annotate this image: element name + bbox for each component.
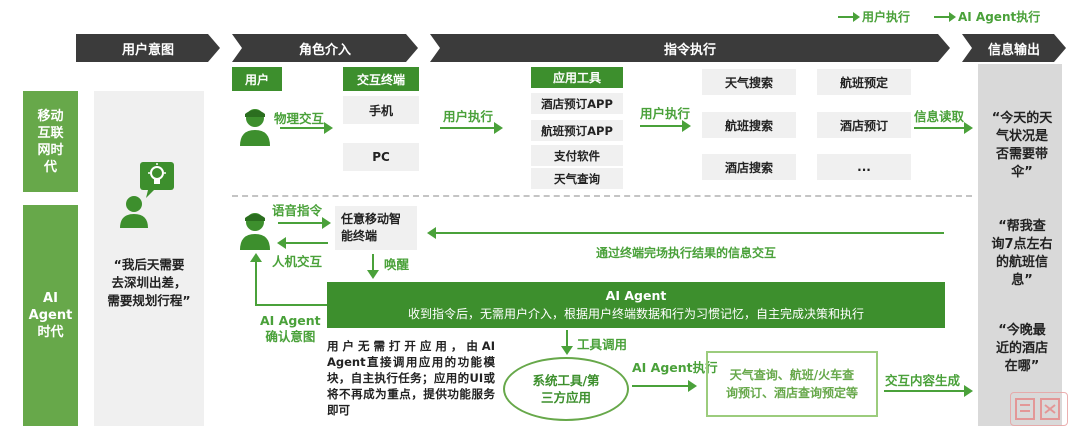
service-hotel-booking: 酒店预订 — [817, 112, 911, 138]
era-divider — [232, 195, 972, 197]
label-voice-command: 语音指令 — [272, 203, 323, 218]
arrow-agent-exec — [632, 380, 697, 392]
label-user-exec-1: 用户执行 — [443, 109, 494, 124]
legend-user-exec: 用户执行 — [838, 8, 910, 25]
tag-terminal: 交互终端 — [343, 67, 419, 91]
app-flight: 航班预订APP — [531, 120, 623, 141]
tools-ellipse: 系统工具/第 三方应用 — [503, 357, 629, 421]
legend-agent-exec: AI Agent执行 — [934, 8, 1040, 25]
results-box: 天气查询、航班/火车查 询预订、酒店查询预定等 — [706, 351, 878, 417]
intent-quote: “我后天需要 去深圳出差， 需要规划行程” — [107, 257, 191, 308]
era-mobile-internet: 移动 互联 网时 代 — [23, 91, 78, 192]
arrow-human-interaction — [277, 237, 328, 249]
app-payment: 支付软件 — [531, 145, 623, 166]
agent-user-icon — [240, 212, 270, 250]
ai-agent-bar: AI Agent 收到指令后，无需用户介入，根据用户终端数据和行为习惯记忆，自主… — [327, 282, 945, 328]
service-flight-booking: 航班预定 — [817, 69, 911, 95]
label-physical-interaction: 物理交互 — [274, 111, 325, 126]
agent-note: 用户无需打开应用，由AI Agent直接调用应用的功能模块，自主执行任务；应用的… — [327, 339, 495, 417]
arrow-content-gen — [884, 385, 973, 397]
service-weather-search: 天气搜索 — [702, 69, 796, 95]
arrow-tool-call — [561, 330, 573, 355]
arrow-confirm-up — [250, 253, 262, 306]
label-feedback: 通过终端完场执行结果的信息交互 — [596, 246, 777, 260]
arrow-user-exec-1 — [440, 122, 503, 134]
phase-intent: 用户意图 — [76, 34, 220, 62]
arrow-right-icon — [934, 11, 956, 22]
phase-output: 信息输出 — [962, 34, 1066, 62]
output-quote-hotel: “今晚最 近的酒店 在哪” — [995, 323, 1048, 374]
label-human-interaction: 人机交互 — [272, 254, 323, 269]
box-any-terminal: 任意移动智 能终端 — [335, 206, 417, 250]
legend-agent-exec-label: AI Agent执行 — [958, 10, 1041, 24]
label-user-exec-2: 用户执行 — [640, 106, 691, 121]
output-panel — [978, 64, 1062, 426]
label-content-gen: 交互内容生成 — [885, 373, 961, 388]
service-hotel-search: 酒店搜索 — [702, 154, 796, 180]
service-more: ... — [817, 154, 911, 180]
legend-user-exec-label: 用户执行 — [862, 10, 911, 24]
arrow-info-read — [914, 122, 973, 134]
tag-user: 用户 — [232, 67, 282, 91]
arrow-feedback — [427, 227, 944, 239]
label-agent-exec: AI Agent执行 — [632, 360, 718, 375]
arrow-voice-command — [278, 217, 331, 229]
arrow-wake — [367, 254, 379, 279]
phase-role: 角色介入 — [232, 34, 418, 62]
box-phone: 手机 — [343, 96, 419, 124]
label-tool-call: 工具调用 — [577, 337, 628, 352]
app-weather: 天气查询 — [531, 168, 623, 189]
ai-agent-title: AI Agent — [605, 288, 667, 303]
box-pc: PC — [343, 143, 419, 171]
arrow-right-icon — [838, 11, 860, 22]
output-quote-flight: “帮我查 询7点左右 的航班信 息” — [991, 219, 1053, 288]
label-confirm-intent: AI Agent 确认意图 — [260, 313, 321, 344]
ai-agent-description: 收到指令后，无需用户介入，根据用户终端数据和行为习惯记忆，自主完成决策和执行 — [407, 307, 864, 321]
arrow-confirm-horizontal — [255, 304, 327, 306]
phase-command: 指令执行 — [430, 34, 950, 62]
watermark-stamp — [1010, 392, 1068, 426]
user-icon — [240, 108, 270, 146]
intent-panel — [94, 91, 204, 426]
output-quote-weather: “今天的天 气状况是 否需要带 伞” — [991, 111, 1053, 180]
arrow-physical — [280, 122, 333, 134]
era-ai-agent: AI Agent 时代 — [23, 205, 78, 426]
arrow-user-exec-2 — [640, 120, 691, 132]
label-info-read: 信息读取 — [914, 109, 965, 124]
service-flight-search: 航班搜索 — [702, 112, 796, 138]
user-idea-icon — [118, 160, 178, 230]
app-hotel: 酒店预订APP — [531, 93, 623, 114]
label-wake: 唤醒 — [384, 257, 410, 272]
tag-apps: 应用工具 — [531, 67, 623, 88]
